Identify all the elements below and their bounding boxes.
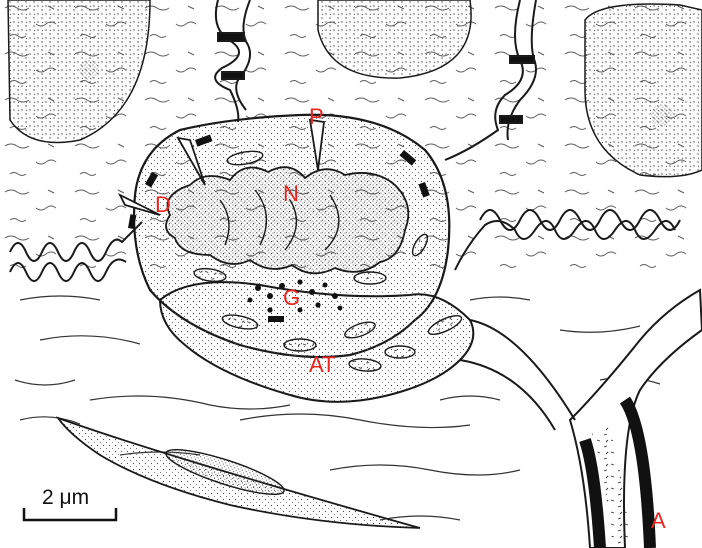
label-g: G [283, 287, 300, 309]
scale-bar-label: 2 μm [42, 486, 89, 510]
label-a: A [651, 510, 666, 532]
label-at: AT [309, 354, 335, 376]
label-n: N [283, 183, 299, 205]
label-d: D [155, 194, 171, 216]
accessory-cell [160, 282, 473, 402]
label-p: P [309, 106, 324, 128]
fibroblast [58, 418, 420, 528]
